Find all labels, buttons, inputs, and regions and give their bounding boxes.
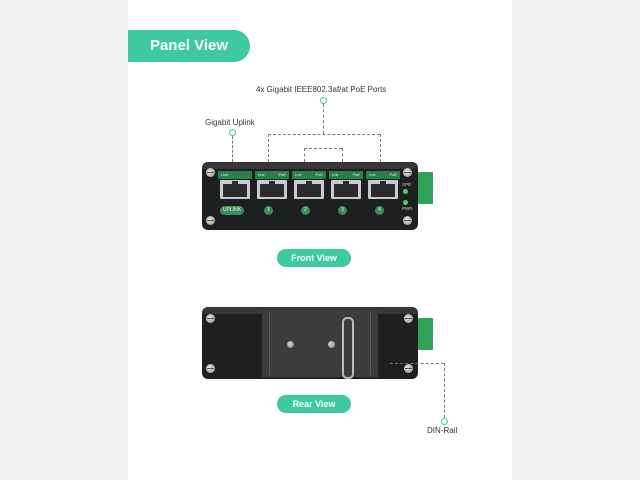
spd-label: SPD <box>402 182 412 187</box>
rj45-jack <box>220 180 250 199</box>
switch-front-panel: Link Lnk PoE Lnk PoE Lnk PoE <box>202 162 418 230</box>
poe-connector-mid <box>304 148 342 149</box>
front-power-terminal <box>418 172 433 204</box>
poe-connector-2 <box>304 148 305 162</box>
spd-led <box>403 189 408 194</box>
screw-top-right <box>403 168 412 177</box>
din-rail-connector-h <box>390 363 444 364</box>
rj45-jack <box>331 180 361 199</box>
din-rail-clip <box>342 317 354 379</box>
rail-plate-edge <box>370 312 371 375</box>
product-panel: Panel View 4x Gigabit IEEE802.3af/at PoE… <box>128 0 512 480</box>
uplink-badge: UPLINK <box>220 206 244 215</box>
rj45-jack <box>257 180 287 199</box>
port-number-badge: 4 <box>375 206 384 215</box>
poe-port-2[interactable]: Lnk PoE <box>292 171 326 199</box>
uplink-marker <box>229 129 236 136</box>
poe-connector-4 <box>380 134 381 162</box>
port-number-badge: 2 <box>301 206 310 215</box>
panel-view-header: Panel View <box>128 30 250 62</box>
port-poe-label: PoE <box>278 172 286 177</box>
front-top-edge <box>202 162 418 169</box>
din-rail-annotation: DIN-Rail <box>427 426 458 435</box>
port-link-label: Lnk <box>295 172 302 177</box>
pwr-label: PWR <box>402 206 413 211</box>
rail-plate-edge <box>269 312 270 375</box>
port-link-label: Lnk <box>332 172 339 177</box>
poe-port-4[interactable]: Lnk PoE <box>366 171 400 199</box>
pwr-led <box>403 200 408 205</box>
screw-top-left <box>206 314 215 323</box>
poe-connector-vertical <box>323 104 324 134</box>
uplink-port[interactable]: Link <box>218 171 252 199</box>
poe-port-1[interactable]: Lnk PoE <box>255 171 289 199</box>
rear-power-terminal <box>418 318 433 350</box>
screw-bottom-right <box>403 216 412 225</box>
port-poe-label: PoE <box>389 172 397 177</box>
poe-connector-1 <box>268 134 269 162</box>
port-label-strip: Lnk PoE <box>329 171 363 179</box>
poe-connector-top <box>268 134 380 135</box>
port-label-strip: Lnk PoE <box>255 171 289 179</box>
poe-port-3[interactable]: Lnk PoE <box>329 171 363 199</box>
rj45-jack <box>368 180 398 199</box>
front-view-caption: Front View <box>277 249 351 267</box>
uplink-connector <box>232 136 233 162</box>
screw-bottom-right <box>404 364 413 373</box>
port-link-label: Link <box>221 172 229 177</box>
port-poe-label: PoE <box>315 172 323 177</box>
port-link-label: Lnk <box>369 172 376 177</box>
din-rail-marker <box>441 418 448 425</box>
poe-ports-annotation: 4x Gigabit IEEE802.3af/at PoE Ports <box>256 85 387 94</box>
mount-screw <box>287 341 294 348</box>
din-rail-mount-plate <box>262 310 378 377</box>
screw-bottom-left <box>206 364 215 373</box>
port-label-strip: Lnk PoE <box>366 171 400 179</box>
poe-ports-marker <box>320 97 327 104</box>
uplink-annotation: Gigabit Uplink <box>205 118 255 127</box>
screw-bottom-left <box>206 216 215 225</box>
switch-rear-panel <box>202 307 418 379</box>
mount-screw <box>328 341 335 348</box>
rj45-jack <box>294 180 324 199</box>
port-label-strip: Lnk PoE <box>292 171 326 179</box>
port-number-badge: 3 <box>338 206 347 215</box>
port-link-label: Lnk <box>258 172 265 177</box>
port-poe-label: PoE <box>352 172 360 177</box>
screw-top-right <box>404 314 413 323</box>
din-rail-connector-v <box>444 363 445 418</box>
port-number-badge: 1 <box>264 206 273 215</box>
port-label-strip: Link <box>218 171 252 179</box>
poe-connector-3 <box>342 148 343 162</box>
rear-view-caption: Rear View <box>277 395 351 413</box>
screw-top-left <box>206 168 215 177</box>
